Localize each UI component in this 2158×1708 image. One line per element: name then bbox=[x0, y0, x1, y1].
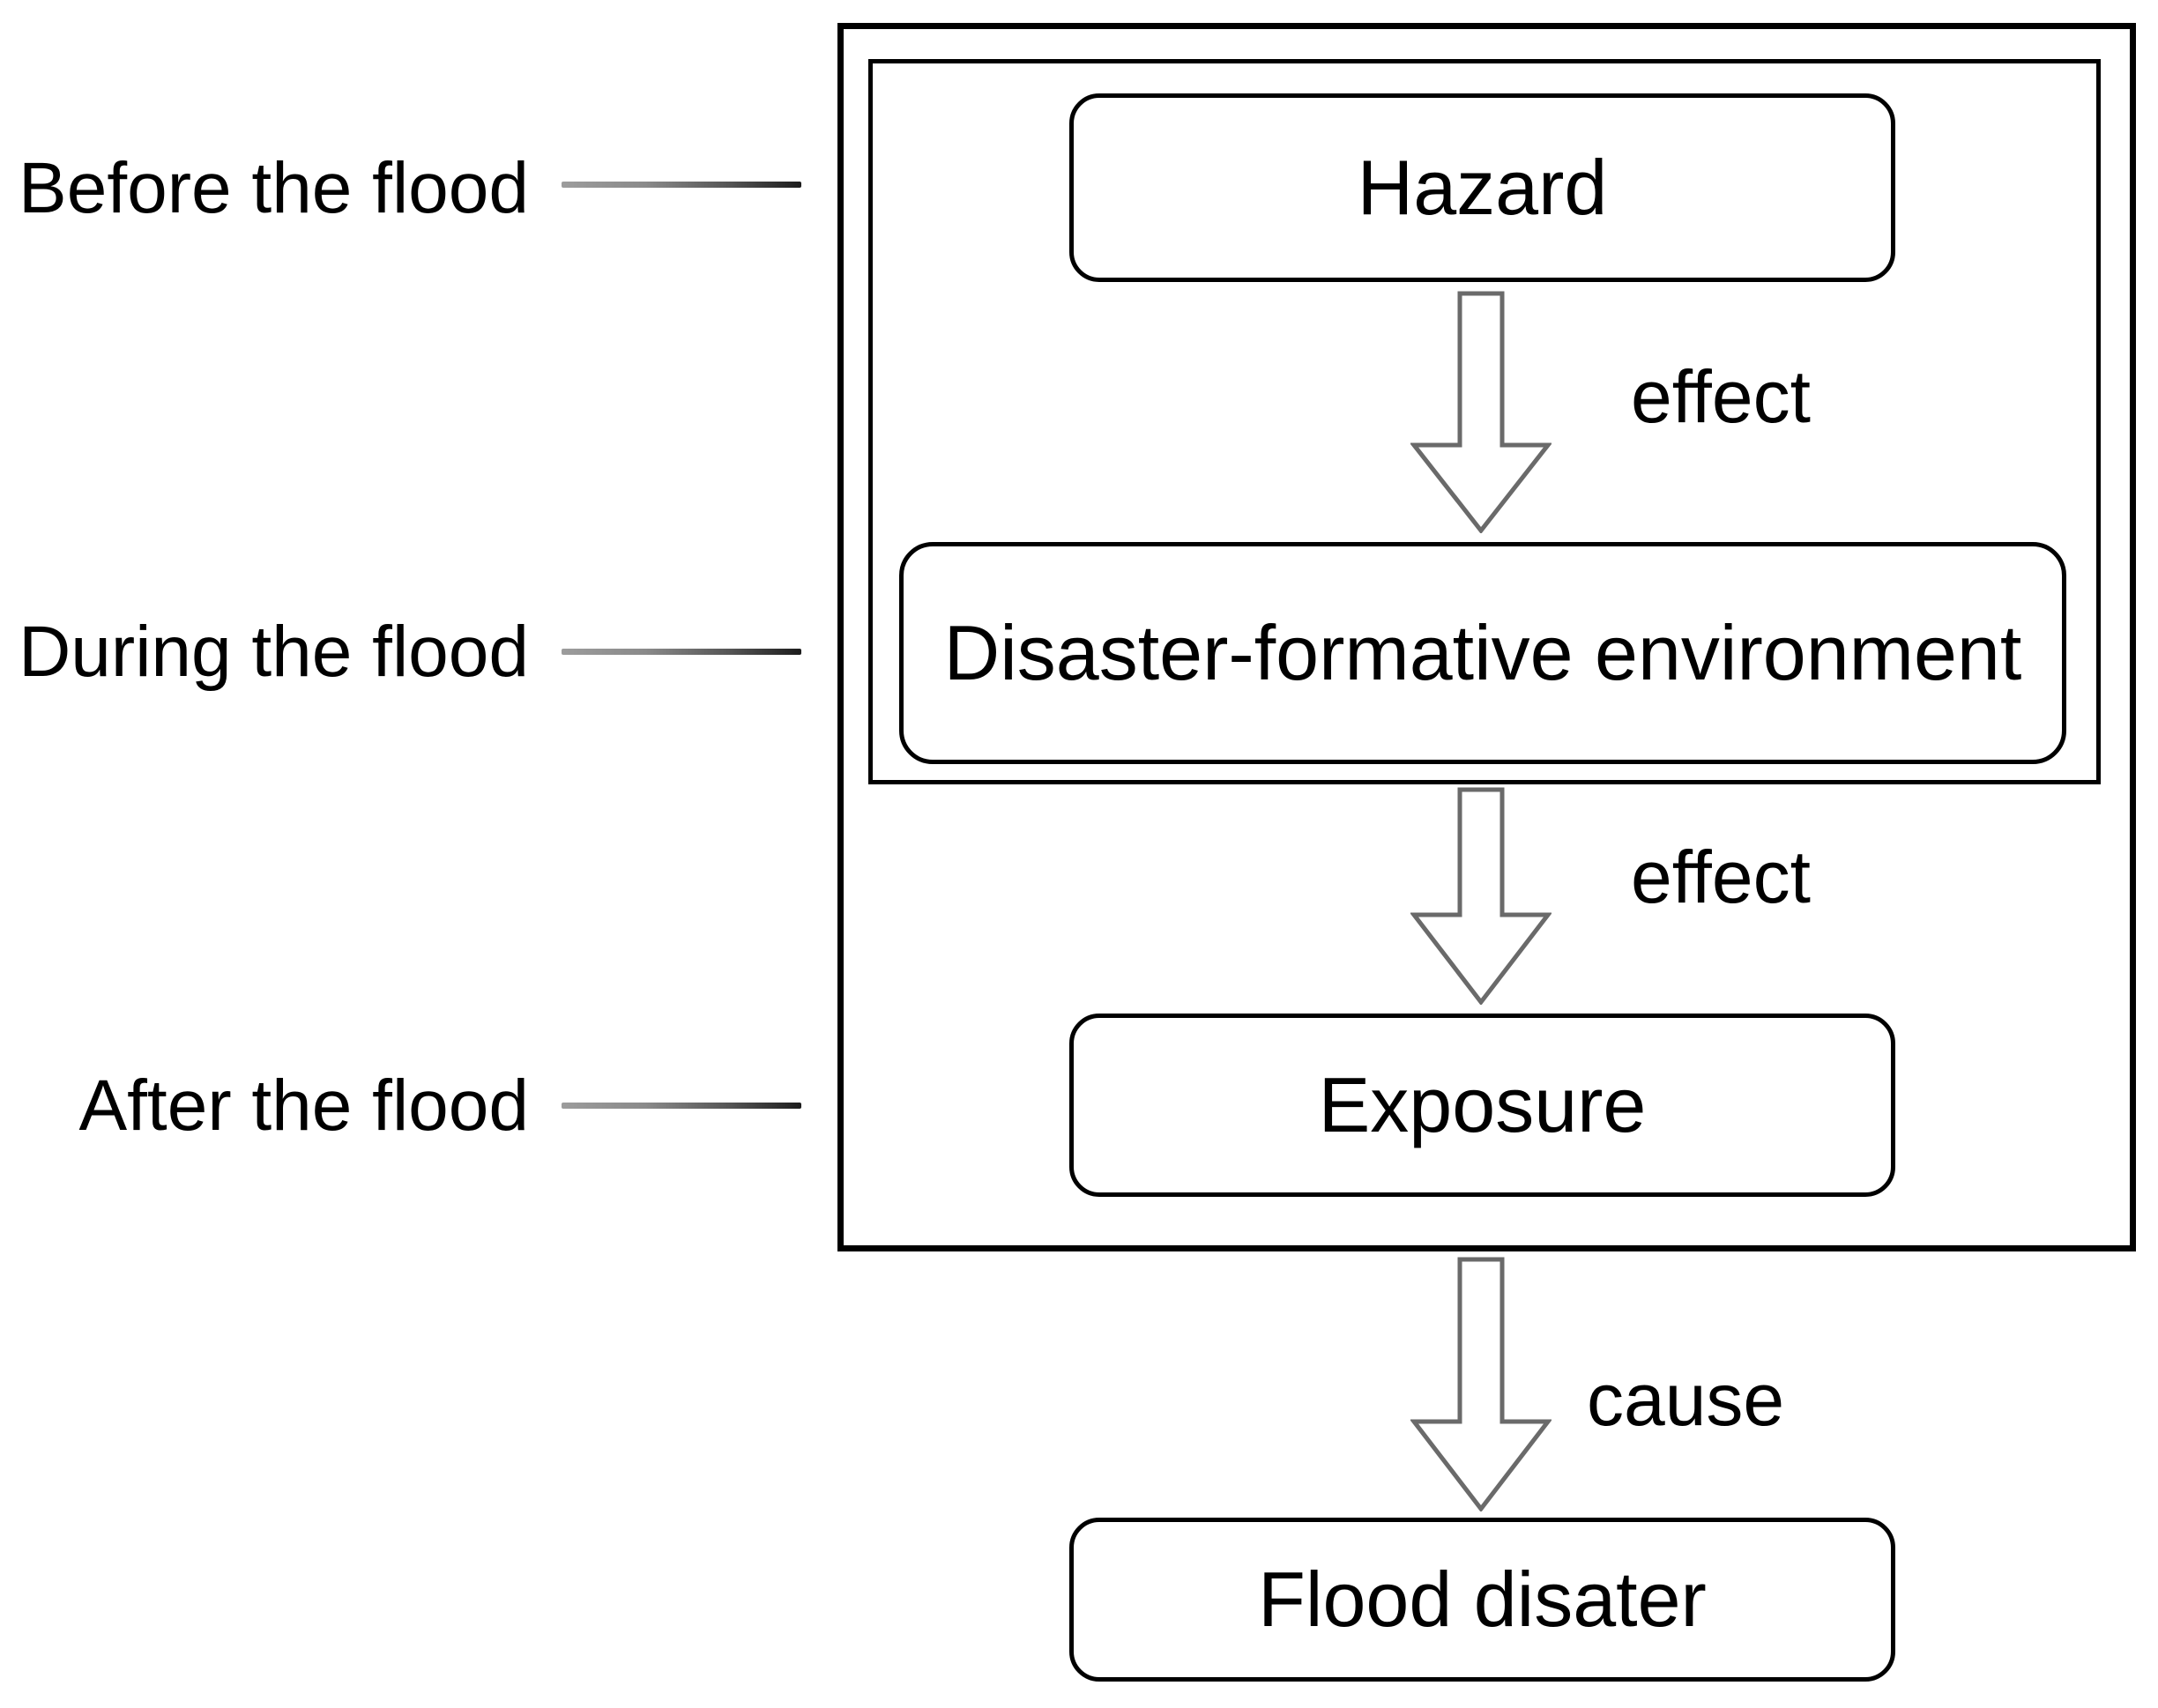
node-exposure-label: Exposure bbox=[1318, 1060, 1647, 1148]
node-flood-disaster-label: Flood disater bbox=[1258, 1555, 1707, 1643]
connector-line-before bbox=[562, 182, 801, 188]
node-hazard: Hazard bbox=[1069, 93, 1895, 282]
outer-boundary-box bbox=[837, 23, 2136, 1251]
inner-boundary-box bbox=[868, 59, 2101, 784]
down-block-arrow-environment-to-exposure-icon bbox=[1410, 787, 1552, 1005]
node-hazard-label: Hazard bbox=[1357, 143, 1608, 231]
stage-label-before-the-flood: Before the flood bbox=[19, 148, 529, 228]
node-disaster-formative-environment-label: Disaster-formative environment bbox=[943, 608, 2022, 696]
stage-label-during-the-flood: During the flood bbox=[19, 612, 529, 692]
node-exposure: Exposure bbox=[1069, 1014, 1895, 1197]
node-disaster-formative-environment: Disaster-formative environment bbox=[899, 542, 2066, 764]
stage-label-after-the-flood: After the flood bbox=[78, 1066, 529, 1146]
down-block-arrow-hazard-to-environment-icon bbox=[1410, 291, 1552, 533]
connector-line-during bbox=[562, 649, 801, 655]
arrow-label-cause: cause bbox=[1587, 1358, 1785, 1441]
connector-line-after bbox=[562, 1103, 801, 1109]
arrow-label-effect-1: effect bbox=[1631, 355, 1811, 438]
down-block-arrow-exposure-to-flood-disaster-icon bbox=[1410, 1257, 1552, 1511]
arrow-label-effect-2: effect bbox=[1631, 835, 1811, 918]
node-flood-disaster: Flood disater bbox=[1069, 1518, 1895, 1682]
